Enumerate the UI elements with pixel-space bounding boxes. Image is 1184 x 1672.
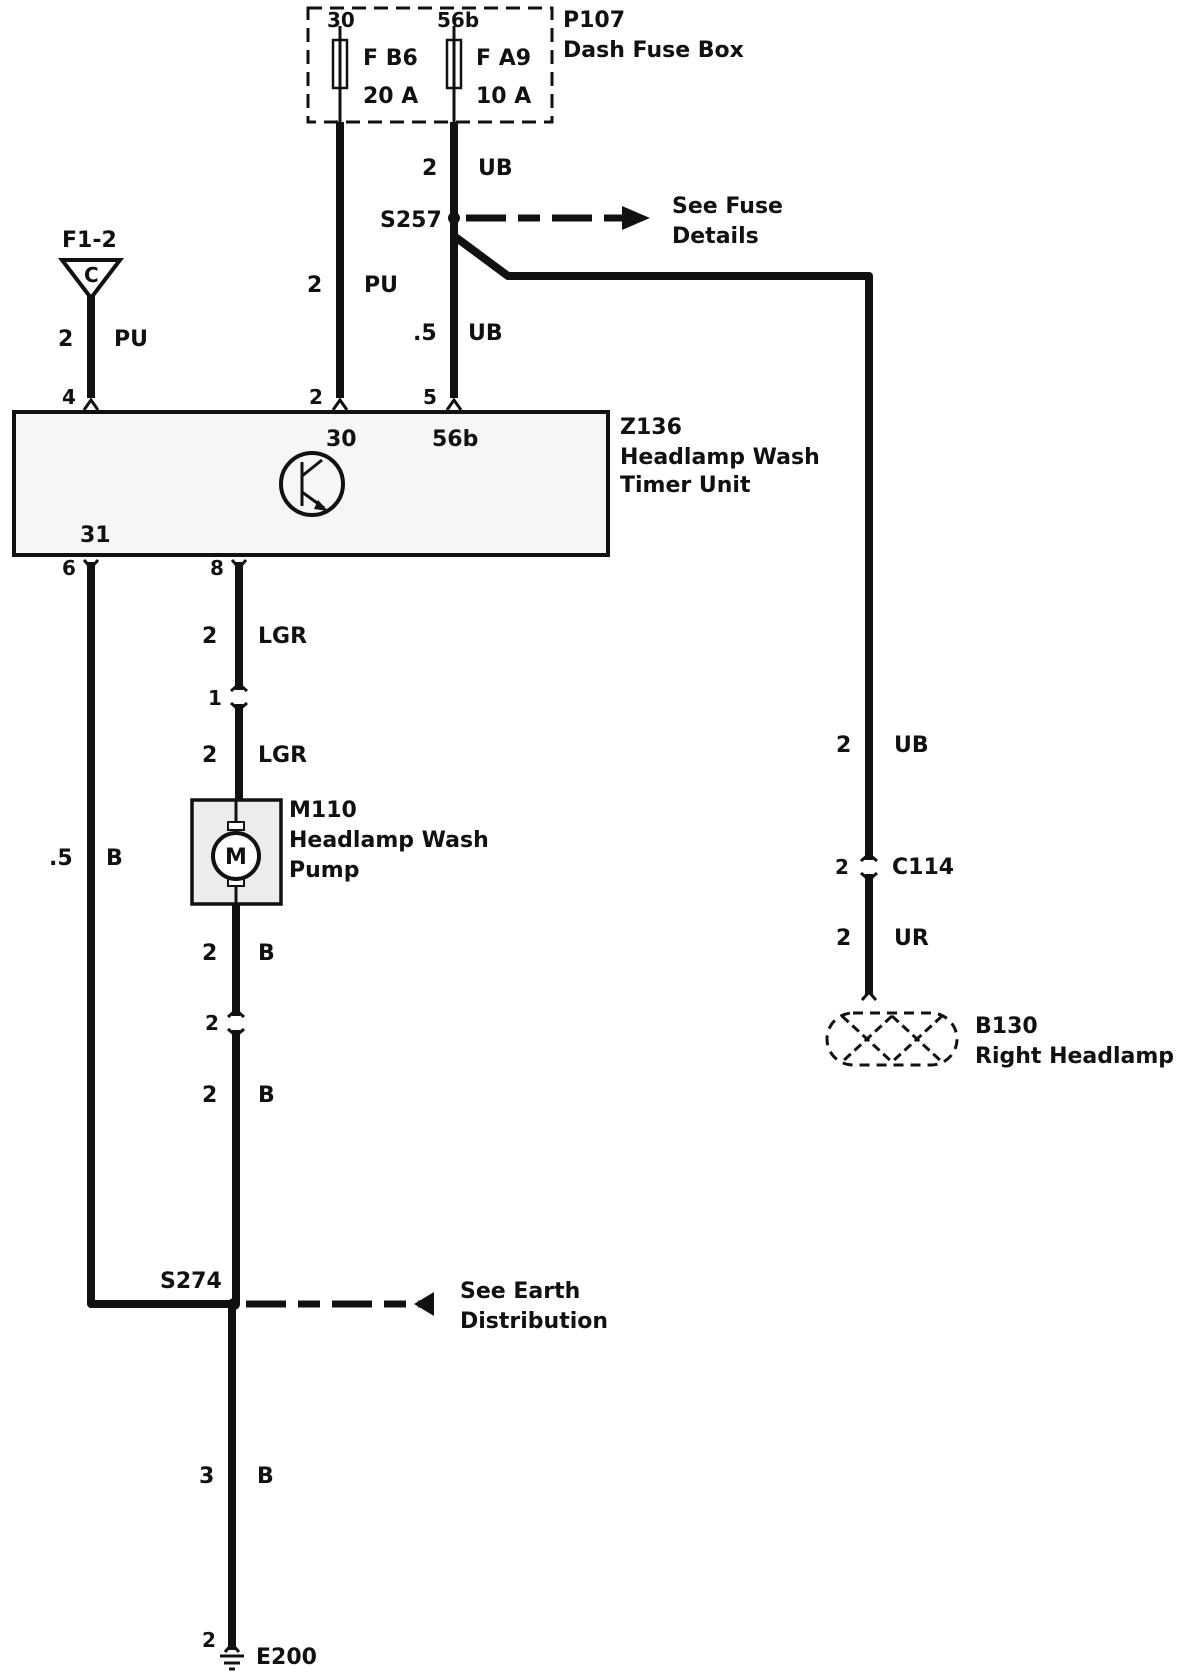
timer-pin-terminal bbox=[82, 397, 100, 411]
s257-reference-arrowhead bbox=[622, 206, 650, 230]
timer-pin: 6 bbox=[62, 556, 76, 580]
wire-color-label: PU bbox=[364, 273, 398, 298]
wire-timer-to-s274 bbox=[87, 562, 236, 1308]
timer-pin: 4 bbox=[62, 385, 76, 409]
wire-color-label: B bbox=[106, 846, 123, 871]
pump-name-line2: Pump bbox=[289, 858, 359, 883]
splice-s274-label: S274 bbox=[160, 1269, 222, 1294]
wire-color-label: UR bbox=[894, 926, 929, 951]
timer-unit-id: Z136 bbox=[620, 415, 682, 440]
inline-connector-pin: 2 bbox=[205, 1011, 219, 1035]
fuse-a9-rating: 10 A bbox=[476, 84, 531, 109]
fuse-box-terminal-56b: 56b bbox=[437, 8, 479, 32]
connector-c114-label: C114 bbox=[892, 855, 954, 880]
timer-pin-terminal bbox=[331, 397, 349, 411]
connector-c114-symbol bbox=[860, 852, 878, 882]
headlamp-id: B130 bbox=[975, 1014, 1038, 1039]
wire-color-label: B bbox=[258, 941, 275, 966]
timer-unit-name-line2: Timer Unit bbox=[620, 473, 751, 498]
s257-note-line1: See Fuse bbox=[672, 194, 783, 219]
connector-f12-triangle bbox=[57, 258, 125, 302]
timer-unit-box bbox=[12, 410, 610, 557]
wire-color-label: LGR bbox=[258, 743, 307, 768]
wire-color-label: LGR bbox=[258, 624, 307, 649]
timer-pin-terminal bbox=[82, 559, 100, 571]
transistor-icon bbox=[279, 451, 345, 517]
wire-size-label: 2 bbox=[202, 624, 217, 649]
s274-note-line1: See Earth bbox=[460, 1279, 580, 1304]
connector-f12-label: F1-2 bbox=[62, 228, 117, 253]
wire-s257-to-c114 bbox=[451, 232, 873, 860]
wire-size-label: 3 bbox=[199, 1464, 214, 1489]
timer-unit-name-line1: Headlamp Wash bbox=[620, 445, 820, 470]
pump-id: M110 bbox=[289, 798, 357, 823]
s274-reference-arrowhead bbox=[414, 1292, 434, 1316]
timer-pin: 8 bbox=[210, 556, 224, 580]
connector-c114-pin: 2 bbox=[835, 855, 849, 879]
wire-color-label: UB bbox=[478, 156, 513, 181]
wire-size-label: .5 bbox=[49, 846, 73, 871]
connector-f12-letter: C bbox=[84, 263, 99, 287]
wire-color-label: UB bbox=[894, 733, 929, 758]
wire-size-label: .5 bbox=[413, 321, 437, 346]
fuse-box-name: Dash Fuse Box bbox=[563, 38, 744, 63]
motor-icon bbox=[211, 831, 261, 881]
motor-symbol-letter: M bbox=[225, 845, 247, 870]
wire-size-label: 2 bbox=[202, 743, 217, 768]
inline-connector-symbol bbox=[230, 682, 248, 712]
wire-size-label: 2 bbox=[422, 156, 437, 181]
fuse-b6-name: F B6 bbox=[363, 46, 418, 71]
wire-color-label: B bbox=[258, 1083, 275, 1108]
fuse-box-outline bbox=[306, 6, 554, 124]
timer-pin-terminal bbox=[230, 559, 248, 571]
splice-s257-dot bbox=[448, 212, 460, 224]
timer-internal-terminal-31: 31 bbox=[80, 523, 111, 548]
earth-terminal bbox=[223, 1641, 241, 1653]
s257-note-line2: Details bbox=[672, 224, 759, 249]
wire-color-label: UB bbox=[468, 321, 503, 346]
fuse-box-id: P107 bbox=[563, 8, 625, 33]
wire-size-label: 2 bbox=[58, 327, 73, 352]
wire-size-label: 2 bbox=[202, 941, 217, 966]
earth-id: E200 bbox=[256, 1645, 317, 1670]
wire-size-label: 2 bbox=[836, 926, 851, 951]
splice-s257-label: S257 bbox=[380, 208, 442, 233]
earth-pin: 2 bbox=[202, 1628, 216, 1652]
wire-color-label: PU bbox=[114, 327, 148, 352]
headlamp-terminal bbox=[860, 989, 878, 1001]
fuse-a9-name: F A9 bbox=[476, 46, 531, 71]
headlamp-icon bbox=[825, 1011, 959, 1067]
wire-size-label: 2 bbox=[836, 733, 851, 758]
timer-internal-terminal-56b: 56b bbox=[432, 427, 478, 452]
wire-size-label: 2 bbox=[202, 1083, 217, 1108]
inline-connector-symbol bbox=[227, 1008, 245, 1038]
pump-name-line1: Headlamp Wash bbox=[289, 828, 489, 853]
s274-note-line2: Distribution bbox=[460, 1309, 608, 1334]
wire-size-label: 2 bbox=[307, 273, 322, 298]
timer-pin: 5 bbox=[423, 385, 437, 409]
timer-pin: 2 bbox=[309, 385, 323, 409]
fuse-b6-rating: 20 A bbox=[363, 84, 418, 109]
splice-s274-dot bbox=[228, 1298, 240, 1310]
timer-internal-terminal-30: 30 bbox=[326, 427, 357, 452]
wire-color-label: B bbox=[257, 1464, 274, 1489]
inline-connector-pin: 1 bbox=[208, 686, 222, 710]
headlamp-name: Right Headlamp bbox=[975, 1044, 1174, 1069]
timer-pin-terminal bbox=[445, 397, 463, 411]
